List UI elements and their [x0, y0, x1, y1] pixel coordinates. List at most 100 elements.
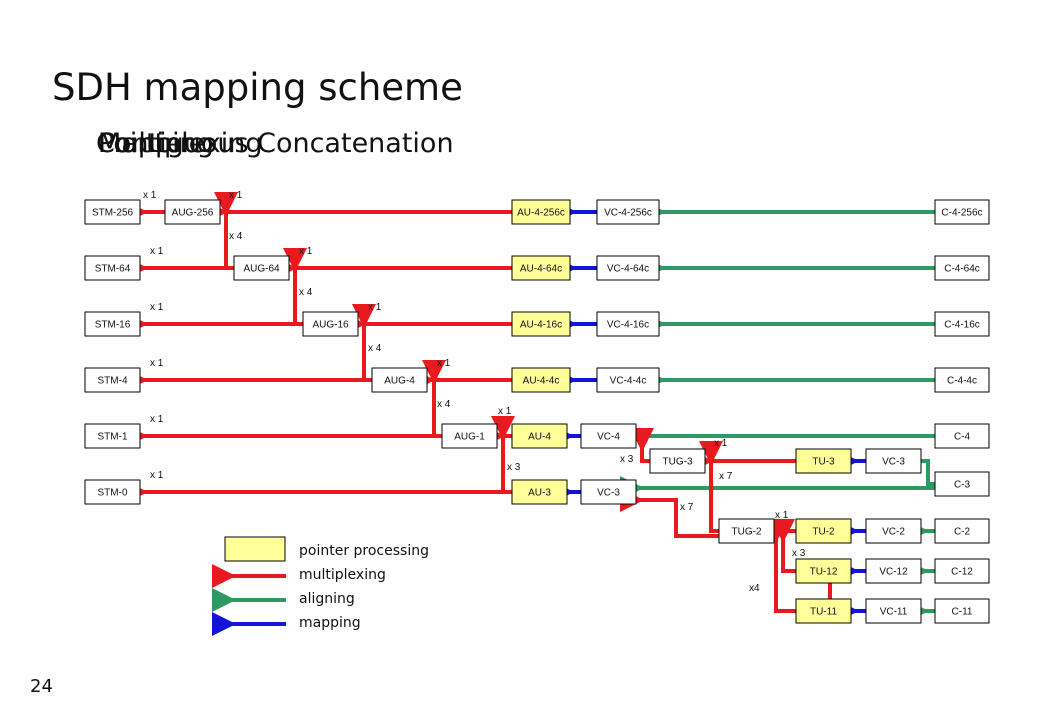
node-label-vc4: VC-4 — [597, 432, 620, 443]
slide-title: SDH mapping scheme — [52, 66, 463, 109]
node-box-tu2 — [795, 518, 852, 544]
node-label-vc2: VC-2 — [882, 527, 905, 538]
multiplier-m22: x 3 — [792, 548, 806, 559]
node-label-vc12: VC-12 — [879, 567, 908, 578]
node-au464c: AU-4-64c — [511, 255, 571, 281]
node-tug3: TUG-3 — [649, 448, 706, 474]
node-box-tug3 — [649, 448, 706, 474]
node-box-vc3b — [580, 479, 637, 505]
page-number: 24 — [30, 676, 53, 697]
multiplier-m20: x 7 — [680, 502, 694, 513]
node-tu2: TU-2 — [795, 518, 852, 544]
multiplier-m4: x 1 — [150, 246, 164, 257]
node-box-aug4 — [371, 367, 428, 393]
node-label-c4: C-4 — [954, 432, 971, 443]
node-box-stm64 — [84, 255, 141, 281]
node-aug1: AUG-1 — [441, 423, 498, 449]
node-stm64: STM-64 — [84, 255, 141, 281]
node-box-vc11 — [865, 598, 922, 624]
node-stm1: STM-1 — [84, 423, 141, 449]
legend-label-aligning: aligning — [299, 591, 355, 607]
node-label-tug2: TUG-2 — [732, 527, 762, 538]
node-aug64: AUG-64 — [233, 255, 290, 281]
node-box-c464c — [934, 255, 990, 281]
node-label-au3: AU-3 — [528, 488, 551, 499]
node-label-c12: C-12 — [951, 567, 973, 578]
node-aug256: AUG-256 — [164, 199, 221, 225]
multiplier-m17: x 3 — [507, 462, 521, 473]
node-label-tug3: TUG-3 — [663, 457, 693, 468]
node-label-c11: C-11 — [952, 607, 973, 618]
node-label-stm64: STM-64 — [95, 264, 131, 275]
node-label-stm16: STM-16 — [95, 320, 131, 331]
multiplier-m6: x 4 — [299, 287, 313, 298]
node-label-tu3: TU-3 — [812, 457, 835, 468]
node-label-c3: C-3 — [954, 480, 971, 491]
node-stm0: STM-0 — [84, 479, 141, 505]
node-vc2: VC-2 — [865, 518, 922, 544]
node-box-aug16 — [302, 311, 359, 337]
node-stm256: STM-256 — [84, 199, 141, 225]
node-box-vc44c — [596, 367, 660, 393]
node-vc4256c: VC-4-256c — [596, 199, 660, 225]
node-box-aug1 — [441, 423, 498, 449]
node-label-c2: C-2 — [954, 527, 971, 538]
subtitle-contiguous-concatenation: Contiguous Concatenation — [96, 128, 454, 159]
multiplier-m19: x 1 — [150, 470, 164, 481]
node-label-tu2: TU-2 — [812, 527, 835, 538]
node-box-au416c — [511, 311, 571, 337]
node-stm4: STM-4 — [84, 367, 141, 393]
node-aug4: AUG-4 — [371, 367, 428, 393]
node-label-tu12: TU-12 — [810, 567, 838, 578]
node-label-aug64: AUG-64 — [243, 264, 280, 275]
node-label-aug4: AUG-4 — [384, 376, 415, 387]
node-box-vc3a — [865, 448, 922, 474]
node-box-tu3 — [795, 448, 852, 474]
node-label-vc416c: VC-4-16c — [607, 320, 649, 331]
node-c3: C-3 — [934, 471, 990, 497]
legend-label-pointer-processing: pointer processing — [299, 543, 429, 559]
node-c44c: C-4-4c — [934, 367, 990, 393]
node-label-aug256: AUG-256 — [172, 208, 214, 219]
node-vc4: VC-4 — [580, 423, 637, 449]
node-box-vc464c — [596, 255, 660, 281]
subtitle-mapping: Mapping — [98, 128, 214, 159]
multiplexing-line-32 — [699, 441, 723, 533]
node-label-c44c: C-4-4c — [947, 376, 977, 387]
multiplier-m5: x 1 — [299, 246, 313, 257]
node-box-c416c — [934, 311, 990, 337]
node-box-c11 — [934, 598, 990, 624]
node-label-vc44c: VC-4-4c — [610, 376, 647, 387]
multiplexing-line-37 — [771, 519, 796, 573]
node-box-au464c — [511, 255, 571, 281]
node-au3: AU-3 — [511, 479, 568, 505]
node-box-vc2 — [865, 518, 922, 544]
node-label-au4: AU-4 — [528, 432, 551, 443]
legend-label-mapping: mapping — [299, 615, 361, 631]
node-label-vc3a: VC-3 — [882, 457, 905, 468]
node-label-c464c: C-4-64c — [944, 264, 980, 275]
node-label-c4256c: C-4-256c — [941, 208, 982, 219]
node-box-c4256c — [934, 199, 990, 225]
node-vc416c: VC-4-16c — [596, 311, 660, 337]
legend-label-multiplexing: multiplexing — [299, 567, 386, 583]
legend-swatches — [212, 536, 286, 636]
node-label-au44c: AU-4-4c — [523, 376, 560, 387]
multiplier-m7: x 1 — [150, 302, 164, 313]
multiplier-m15: x 1 — [714, 438, 728, 449]
node-label-vc11: VC-11 — [880, 607, 908, 618]
subtitle-pointer: Pointer — [98, 128, 193, 159]
node-label-vc4256c: VC-4-256c — [604, 208, 652, 219]
node-box-stm0 — [84, 479, 141, 505]
multiplexing-line-33 — [620, 488, 719, 538]
node-c4256c: C-4-256c — [934, 199, 990, 225]
node-box-au4256c — [511, 199, 571, 225]
node-tu11: TU-11 — [795, 598, 852, 624]
node-box-tu11 — [795, 598, 852, 624]
multiplier-m18: x 7 — [719, 471, 733, 482]
multiplier-m10: x 1 — [150, 358, 164, 369]
multiplexing-line-40 — [764, 519, 796, 613]
node-c4: C-4 — [934, 423, 990, 449]
